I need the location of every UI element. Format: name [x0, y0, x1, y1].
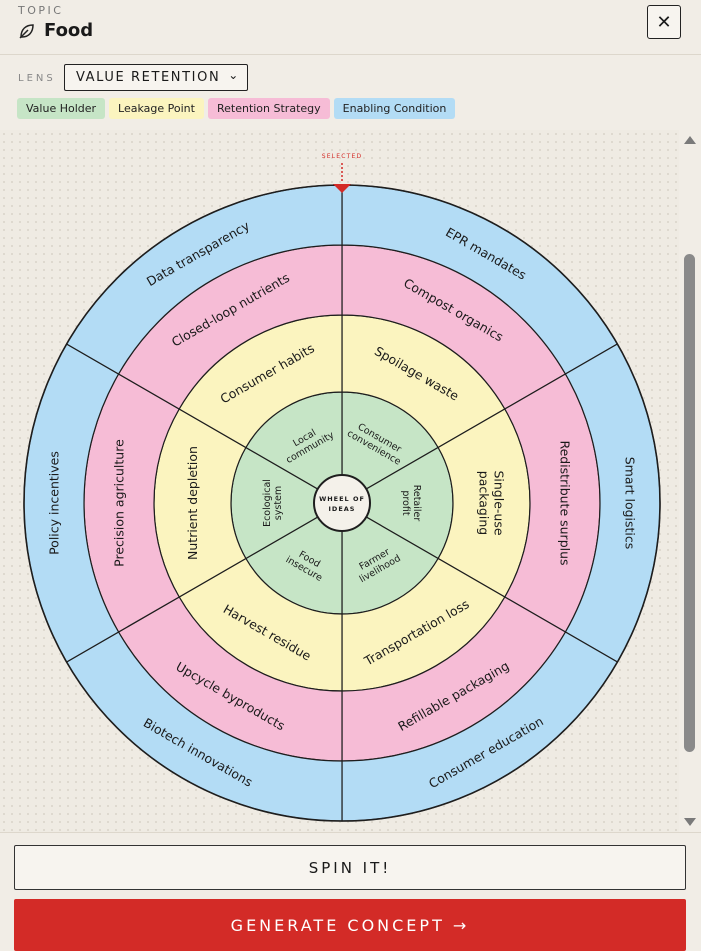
wheel-label-value-holder-2: Retailerprofit: [400, 485, 422, 522]
scroll-up-icon[interactable]: [684, 136, 696, 144]
legend-chip-value-holder: Value Holder: [17, 98, 106, 119]
scroll-down-icon[interactable]: [684, 818, 696, 826]
wheel-center-label-line2: IDEAS: [329, 505, 356, 513]
scrollbar[interactable]: [681, 130, 699, 832]
scrollbar-thumb[interactable]: [684, 254, 695, 752]
legend-chip-enabling-condition: Enabling Condition: [333, 98, 456, 119]
selected-indicator-label: SELECTED: [322, 153, 363, 160]
wheel-label-value-holder-5: Ecologicalsystem: [262, 479, 284, 527]
lens-label: LENS: [18, 73, 56, 84]
chevron-down-icon: ⌄: [228, 68, 240, 82]
legend-chip-retention-strategy: Retention Strategy: [207, 98, 330, 119]
lens-selected-value: VALUE RETENTION: [76, 70, 221, 85]
selected-pointer-icon: [333, 184, 351, 193]
lens-dropdown[interactable]: VALUE RETENTION ⌄: [64, 64, 248, 91]
wheel-label-enabling-condition-5: Policy incentives: [46, 451, 61, 555]
wheel-center-label-line1: WHEEL OF: [319, 495, 365, 503]
topic-title: Food: [44, 20, 94, 41]
wheel-center-hub[interactable]: [313, 474, 371, 532]
close-button[interactable]: ✕: [647, 5, 681, 39]
legend: Value Holder Leakage Point Retention Str…: [17, 98, 456, 119]
wheel-label-retention-strategy-2: Redistribute surplus: [558, 440, 573, 565]
topic-row: Food: [18, 20, 93, 41]
wheel-label-leakage-point-2: Single-usepackaging: [477, 470, 507, 535]
footer-divider: [0, 832, 701, 833]
spin-button[interactable]: SPIN IT!: [14, 845, 686, 890]
topic-label: TOPIC: [18, 4, 64, 17]
leaf-icon: [19, 23, 34, 39]
legend-chip-leakage-point: Leakage Point: [109, 98, 204, 119]
generate-concept-button[interactable]: GENERATE CONCEPT →: [14, 899, 686, 951]
header-divider: [0, 54, 701, 55]
wheel-of-ideas[interactable]: ConsumerconvenienceRetailerprofitFarmerl…: [0, 130, 679, 832]
close-icon: ✕: [656, 11, 672, 33]
wheel-label-enabling-condition-2: Smart logistics: [623, 457, 638, 550]
wheel-label-leakage-point-5: Nutrient depletion: [185, 446, 200, 560]
wheel-label-retention-strategy-5: Precision agriculture: [111, 439, 126, 567]
